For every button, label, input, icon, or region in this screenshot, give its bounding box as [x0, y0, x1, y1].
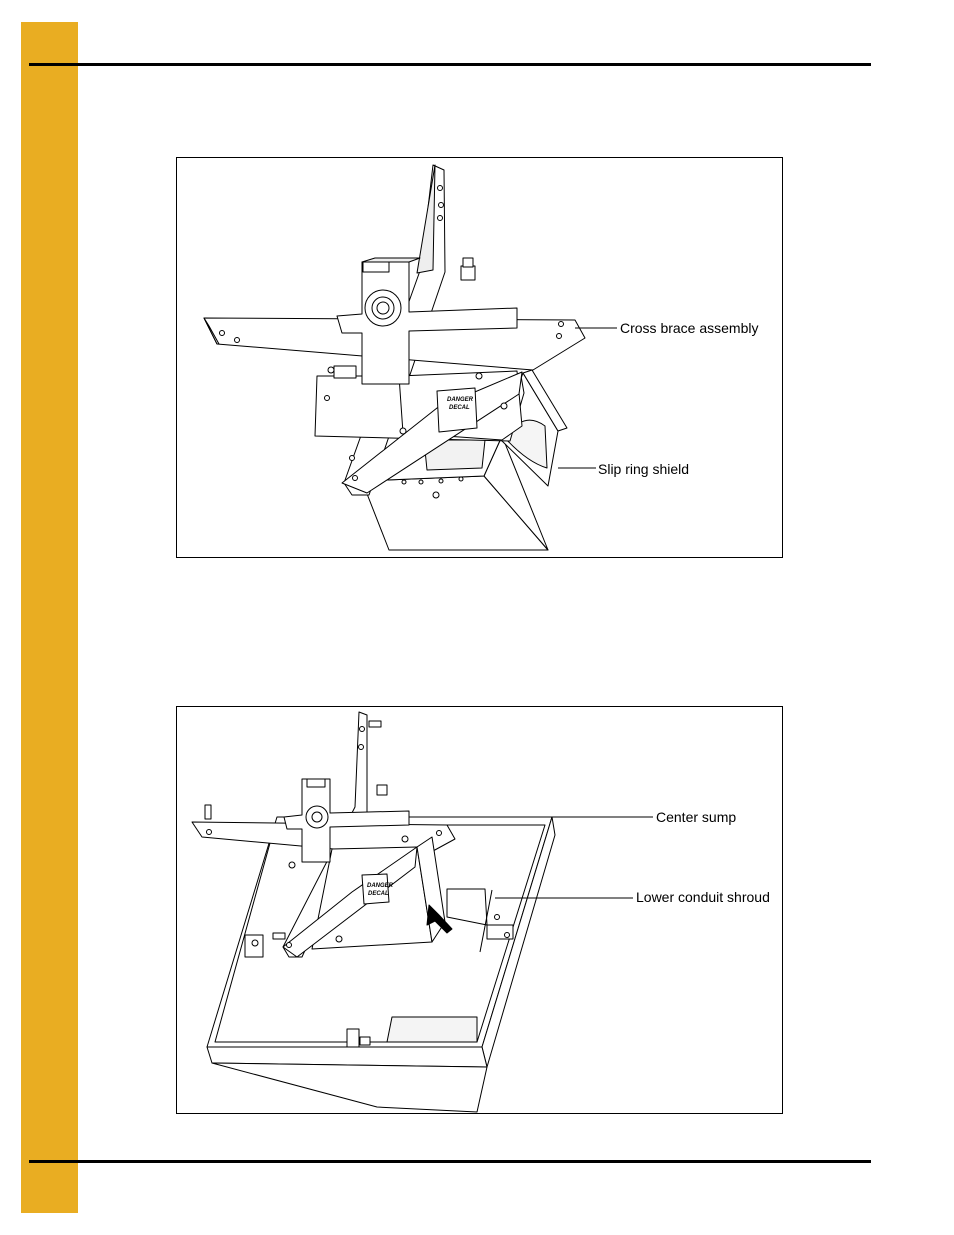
- callout-lower-conduit-shroud: Lower conduit shroud: [636, 889, 770, 905]
- callout-center-sump: Center sump: [656, 809, 737, 825]
- callout-cross-brace-assembly: Cross brace assembly: [620, 320, 759, 336]
- danger-decal-text-1: DANGER: [447, 397, 474, 403]
- figure-center-sump: DANGER DECAL Center sump Lower conduit s…: [176, 706, 783, 1114]
- footer-rule: [29, 1160, 871, 1163]
- header-rule: [29, 63, 871, 66]
- center-sump-drawing: DANGER DECAL: [191, 711, 653, 1113]
- side-tab: [21, 22, 78, 1213]
- callout-slip-ring-shield: Slip ring shield: [598, 461, 690, 477]
- danger-decal-text-2: DECAL: [449, 405, 470, 411]
- danger-decal-text-1: DANGER: [367, 883, 394, 889]
- danger-decal-text-2: DECAL: [368, 891, 389, 897]
- cross-brace-drawing: DANGER DECAL: [203, 164, 617, 551]
- figure-cross-brace-assembly: DANGER DECAL Cross brace assembly Slip r…: [176, 157, 783, 558]
